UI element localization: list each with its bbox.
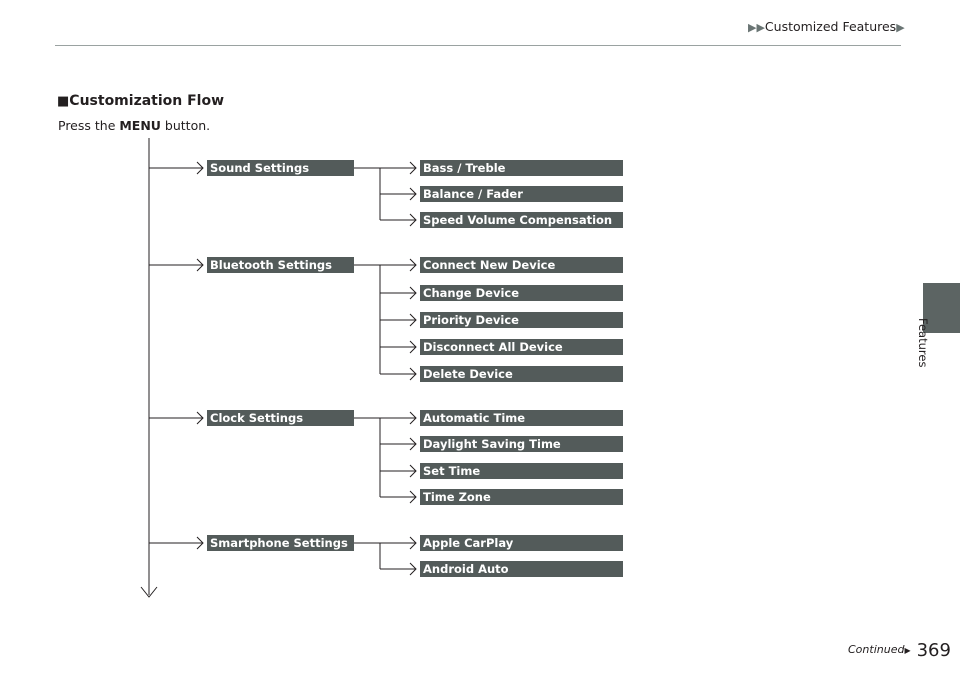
subitem-connector: [380, 367, 417, 381]
triangle-right-icon: ▶: [896, 21, 905, 34]
header-title: Customized Features: [764, 19, 897, 34]
page-footer: Continued▶ 369: [848, 640, 951, 661]
section-title-text: Customization Flow: [69, 93, 225, 109]
subitem-connector: [380, 161, 417, 175]
chapter-tab: [923, 283, 960, 333]
category-connector: [149, 411, 204, 425]
triangle-right-icon: ▶: [904, 646, 911, 655]
intro-prefix: Press the: [58, 118, 120, 133]
subitem-trunk: [354, 264, 381, 374]
setting-item-bar: Daylight Saving Time: [420, 436, 623, 452]
subitem-connector: [380, 411, 417, 425]
subitem-connector: [380, 187, 417, 201]
setting-item-bar: Android Auto: [420, 561, 623, 577]
subitem-connector: [380, 213, 417, 227]
triangle-right-icon: ▶▶: [748, 21, 765, 34]
main-arrow-line: [140, 138, 158, 598]
subitem-connector: [380, 340, 417, 354]
setting-item-bar: Time Zone: [420, 489, 623, 505]
setting-item-bar: Priority Device: [420, 312, 623, 328]
continued-label: Continued: [848, 643, 905, 656]
menu-button-name: MENU: [119, 118, 161, 133]
subitem-trunk: [354, 542, 381, 569]
section-title: ■Customization Flow: [57, 93, 224, 109]
setting-item-bar: Speed Volume Compensation: [420, 212, 623, 228]
category-bar: Sound Settings: [207, 160, 354, 176]
setting-item-bar: Change Device: [420, 285, 623, 301]
subitem-trunk: [354, 167, 381, 220]
intro-suffix: button.: [160, 118, 211, 133]
intro-text: Press the MENU button.: [58, 118, 210, 133]
setting-item-bar: Apple CarPlay: [420, 535, 623, 551]
setting-item-bar: Connect New Device: [420, 257, 623, 273]
subitem-connector: [380, 464, 417, 478]
setting-item-bar: Balance / Fader: [420, 186, 623, 202]
page-number: 369: [916, 640, 951, 661]
subitem-connector: [380, 490, 417, 504]
header-rule: [55, 45, 901, 46]
category-bar: Clock Settings: [207, 410, 354, 426]
setting-item-bar: Bass / Treble: [420, 160, 623, 176]
setting-item-bar: Delete Device: [420, 366, 623, 382]
subitem-connector: [380, 562, 417, 576]
subitem-trunk: [354, 417, 381, 497]
subitem-connector: [380, 313, 417, 327]
category-connector: [149, 536, 204, 550]
setting-item-bar: Set Time: [420, 463, 623, 479]
subitem-connector: [380, 437, 417, 451]
category-connector: [149, 161, 204, 175]
setting-item-bar: Automatic Time: [420, 410, 623, 426]
category-connector: [149, 258, 204, 272]
square-bullet-icon: ■: [57, 94, 70, 109]
subitem-connector: [380, 286, 417, 300]
category-bar: Bluetooth Settings: [207, 257, 354, 273]
subitem-connector: [380, 536, 417, 550]
setting-item-bar: Disconnect All Device: [420, 339, 623, 355]
category-bar: Smartphone Settings: [207, 535, 354, 551]
running-header: ▶▶Customized Features▶: [748, 19, 905, 34]
subitem-connector: [380, 258, 417, 272]
